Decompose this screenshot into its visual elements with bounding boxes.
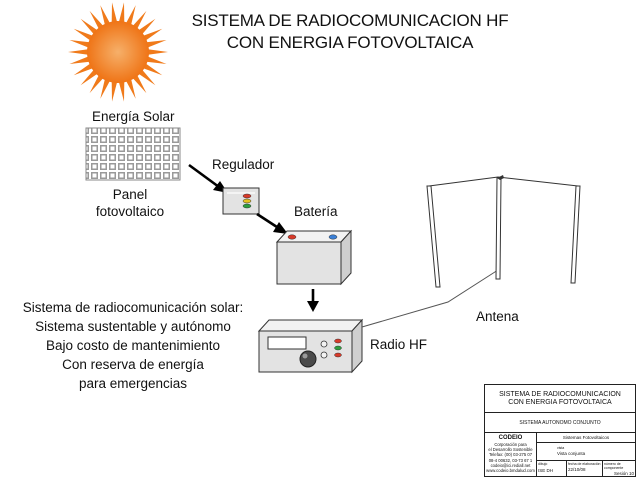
sun-ray [100, 79, 110, 99]
title-block-view: vista Vista conjunta [537, 443, 635, 461]
benefit-item: Bajo costo de mantenimiento [45, 338, 221, 353]
title-block-project: Sistemas Fotovoltaicos [537, 433, 635, 443]
sun-ray [132, 75, 147, 94]
sun-ray [80, 69, 98, 86]
org-line: www.codeio.bmdalud.com [486, 468, 535, 474]
drawn-value: ISE DH [538, 468, 554, 474]
sun-ray [138, 69, 156, 86]
page-title: SISTEMA DE RADIOCOMUNICACION HF CON ENER… [150, 10, 550, 54]
benefit-item: para emergencias [78, 376, 188, 391]
antenna-label: Antena [476, 309, 519, 324]
sun-ray [100, 5, 110, 25]
panel-label-line-1: Panel [112, 187, 148, 202]
date-label: fecha de elaboración [568, 462, 601, 466]
sun-ray [132, 10, 147, 29]
org-line: 08-4 00632, 03-73 67 1 [488, 457, 533, 463]
title-block-org: CODEIO Corporación para el Desarrollo So… [485, 433, 537, 477]
sun-ray [118, 81, 125, 102]
panel-label: Panel fotovoltaico [90, 186, 170, 220]
battery-icon [275, 229, 353, 286]
org-line: codeio@ici.rediall.net [490, 462, 531, 468]
title-block-title: SISTEMA DE RADIOCOMUNICACION CON ENERGIA… [485, 385, 635, 413]
sun-ray [146, 56, 167, 64]
radio-label: Radio HF [370, 337, 428, 352]
solar-panel-icon [85, 127, 181, 181]
sun-ray [146, 40, 167, 48]
org-name: CODEIO [498, 435, 523, 441]
panel-label-line-2: fotovoltaico [95, 204, 165, 219]
title-block: SISTEMA DE RADIOCOMUNICACION CON ENERGIA… [484, 384, 636, 477]
benefit-heading: Sistema de radiocomunicación solar: [22, 300, 244, 315]
sun-ray [80, 18, 98, 35]
regulator-label: Regulador [212, 157, 275, 172]
sun-ray [69, 56, 90, 64]
sun-ray [138, 18, 156, 35]
sun-ray [73, 28, 93, 41]
title-block-title-line-1: SISTEMA DE RADIOCOMUNICACION [499, 391, 621, 398]
sun-ray [126, 79, 136, 99]
benefit-item: Sistema sustentable y autónomo [35, 319, 231, 334]
sun-icon [68, 2, 168, 102]
org-line: el Desarrollo Sostenible [488, 447, 533, 453]
sheet-value: Sesión 10 [613, 471, 634, 477]
benefits-list: Sistema de radiocomunicación solar: Sist… [2, 298, 264, 393]
arrow-battery-to-radio [307, 289, 319, 312]
title-block-drawn: dibujo ISE DH [537, 461, 567, 477]
sun-ray [111, 2, 118, 23]
title-block-subtitle: SISTEMA AUTONOMO CONJUNTO [485, 413, 635, 433]
sun-ray [69, 40, 90, 48]
sun-ray [118, 2, 125, 23]
radio-hf-icon [257, 318, 364, 374]
sun-ray [143, 28, 163, 41]
drawn-label: dibujo [538, 462, 548, 466]
regulator-icon [222, 187, 260, 215]
antenna-icon [361, 175, 581, 328]
sun-disc [87, 21, 149, 83]
title-line-2: CON ENERGIA FOTOVOLTAICA [226, 33, 474, 52]
title-block-title-line-2: CON ENERGIA FOTOVOLTAICA [508, 399, 612, 406]
org-line: Telefax: (00) 03-275 07 [488, 452, 533, 458]
arrow-regulator-to-battery [256, 212, 288, 234]
view-value: Vista conjunta [557, 451, 586, 456]
sheet-label: número de componente [604, 462, 624, 471]
title-line-1: SISTEMA DE RADIOCOMUNICACION HF [191, 11, 509, 30]
solar-energy-label: Energía Solar [92, 109, 175, 124]
org-line: Corporación para [494, 442, 527, 447]
battery-label: Batería [294, 204, 338, 219]
sun-ray [126, 5, 136, 25]
date-value: 22/10/08 [568, 467, 586, 473]
sun-ray [147, 49, 168, 55]
sun-ray [89, 10, 104, 29]
sun-ray [89, 75, 104, 94]
title-block-sheet: número de componente Sesión 10 [603, 461, 635, 477]
title-block-date: fecha de elaboración 22/10/08 [567, 461, 603, 477]
view-label: vista [557, 446, 565, 450]
sun-ray [68, 49, 89, 55]
benefit-item: Con reserva de energía [62, 357, 204, 372]
sun-ray [111, 81, 118, 102]
sun-ray [73, 63, 93, 76]
sun-ray [143, 63, 163, 76]
